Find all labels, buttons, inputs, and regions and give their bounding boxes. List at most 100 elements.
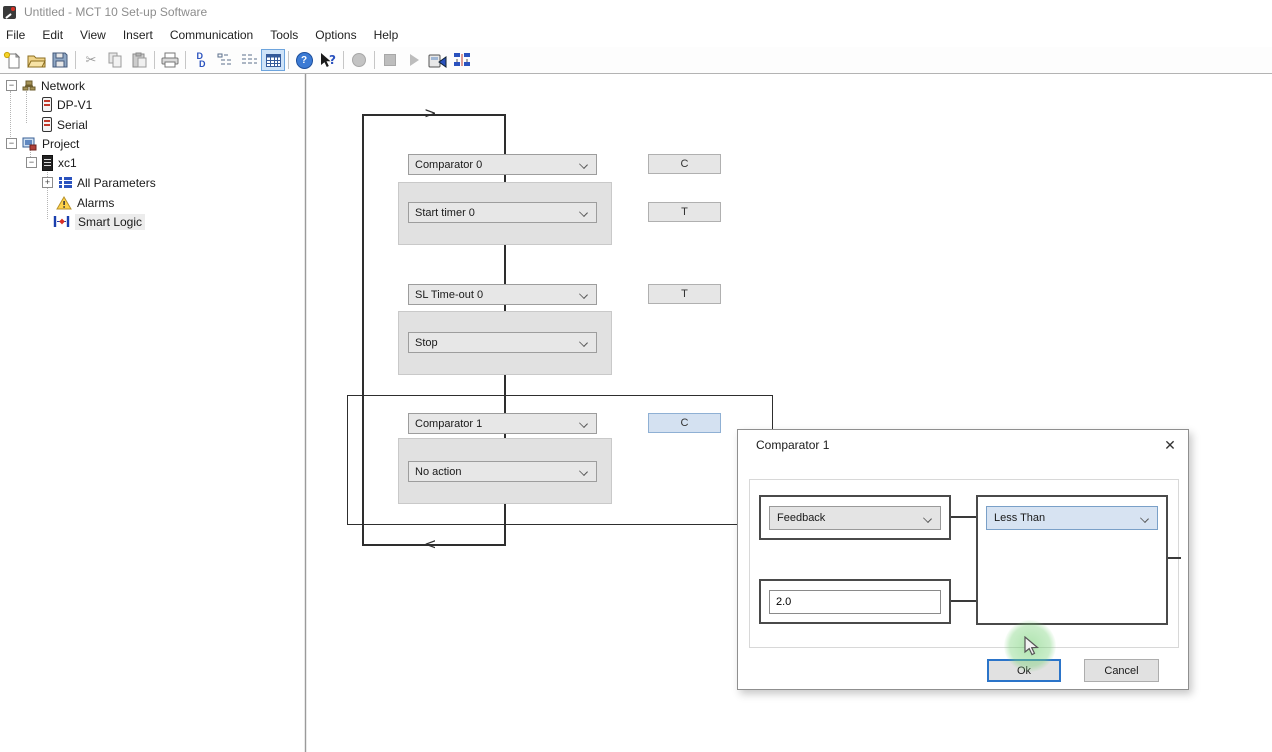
tree-item-label: xc1 bbox=[58, 155, 77, 170]
menu-view[interactable]: View bbox=[80, 28, 106, 42]
tree-item-alarms[interactable]: Alarms bbox=[56, 193, 114, 212]
tree-item-project[interactable]: − Project bbox=[6, 134, 79, 153]
stop-icon bbox=[384, 54, 396, 66]
read-from-drive-button[interactable] bbox=[426, 49, 450, 71]
tree-connector bbox=[47, 169, 48, 219]
collapse-box-icon[interactable]: − bbox=[26, 157, 37, 168]
record-button[interactable] bbox=[347, 49, 371, 71]
panel-splitter[interactable] bbox=[304, 74, 307, 752]
chevron-down-icon bbox=[1140, 514, 1149, 523]
toolbar-separator bbox=[185, 51, 186, 69]
tree-item-label: All Parameters bbox=[77, 175, 156, 190]
open-file-button[interactable] bbox=[24, 49, 48, 71]
tree-connector bbox=[30, 149, 31, 163]
flow-arrow-left: < bbox=[424, 535, 437, 553]
window-title: Untitled - MCT 10 Set-up Software bbox=[24, 5, 208, 19]
app-logo-icon bbox=[3, 5, 16, 19]
print-button[interactable] bbox=[158, 49, 182, 71]
parameter-id-icon: D D bbox=[196, 51, 206, 69]
read-from-drive-icon bbox=[428, 54, 447, 68]
collapse-box-icon[interactable]: − bbox=[6, 138, 17, 149]
event0-dropdown[interactable]: Comparator 0 bbox=[408, 154, 597, 175]
operator-dropdown-value: Less Than bbox=[994, 512, 1046, 524]
tree-item-all-parameters[interactable]: + All Parameters bbox=[42, 173, 156, 192]
comparator0-tag-button[interactable]: C bbox=[648, 154, 721, 174]
tree-item-label: Alarms bbox=[77, 195, 115, 210]
expand-box-icon[interactable]: + bbox=[42, 177, 53, 188]
network-icon bbox=[22, 80, 36, 91]
tree-item-label: Project bbox=[42, 136, 80, 151]
project-icon bbox=[22, 137, 37, 151]
flow-line-left bbox=[362, 114, 364, 546]
menu-edit[interactable]: Edit bbox=[42, 28, 64, 42]
chevron-down-icon bbox=[579, 419, 588, 428]
save-icon bbox=[52, 52, 68, 68]
close-icon[interactable]: ✕ bbox=[1164, 436, 1176, 453]
chevron-down-icon bbox=[579, 338, 588, 347]
tree-view-button[interactable] bbox=[213, 49, 237, 71]
grid-view-button[interactable] bbox=[261, 49, 285, 71]
cut-button[interactable]: ✂ bbox=[79, 49, 103, 71]
event1-dropdown[interactable]: SL Time-out 0 bbox=[408, 284, 597, 305]
action1-dropdown[interactable]: Stop bbox=[408, 332, 597, 353]
comparator1-tag-button[interactable]: C bbox=[648, 413, 721, 433]
timer0-tag-button[interactable]: T bbox=[648, 202, 721, 222]
parameter-id-view-button[interactable]: D D bbox=[189, 49, 213, 71]
context-help-button[interactable]: ? bbox=[316, 49, 340, 71]
action2-dropdown[interactable]: No action bbox=[408, 461, 597, 482]
print-icon bbox=[161, 52, 179, 68]
event2-dropdown[interactable]: Comparator 1 bbox=[408, 413, 597, 434]
operator-dropdown[interactable]: Less Than bbox=[986, 506, 1158, 530]
tree-item-smart-logic[interactable]: Smart Logic bbox=[53, 212, 146, 231]
timeout0-tag-button[interactable]: T bbox=[648, 284, 721, 304]
chevron-down-icon bbox=[579, 160, 588, 169]
action0-dropdown[interactable]: Start timer 0 bbox=[408, 202, 597, 223]
tree-item-network[interactable]: − Network bbox=[6, 76, 85, 95]
menu-file[interactable]: File bbox=[6, 28, 26, 42]
grid-view-icon bbox=[265, 53, 281, 67]
tree-connector bbox=[26, 91, 27, 123]
connector-line bbox=[951, 600, 976, 602]
stop-button[interactable] bbox=[378, 49, 402, 71]
menu-tools[interactable]: Tools bbox=[270, 28, 299, 42]
copy-icon bbox=[108, 52, 122, 68]
tree-view-icon bbox=[217, 53, 231, 65]
menu-insert[interactable]: Insert bbox=[122, 28, 153, 42]
tree-item-label: DP-V1 bbox=[57, 97, 93, 112]
play-button[interactable] bbox=[402, 49, 426, 71]
org-view-button[interactable] bbox=[237, 49, 261, 71]
help-icon: ? bbox=[295, 51, 313, 69]
menu-help[interactable]: Help bbox=[373, 28, 399, 42]
save-button[interactable] bbox=[48, 49, 72, 71]
dialog-groupbox bbox=[749, 479, 1179, 648]
tree-item-serial[interactable]: Serial bbox=[42, 115, 88, 134]
tree-item-drive-xc1[interactable]: − xc1 bbox=[26, 153, 77, 172]
toolbar: ✂ D D ? ? bbox=[0, 47, 1272, 74]
comparator-value-input[interactable] bbox=[769, 590, 941, 614]
copy-button[interactable] bbox=[103, 49, 127, 71]
collapse-box-icon[interactable]: − bbox=[6, 80, 17, 91]
tree-item-dpv1[interactable]: DP-V1 bbox=[42, 95, 92, 114]
flow-line-bottom bbox=[363, 544, 505, 546]
operand-dropdown[interactable]: Feedback bbox=[769, 506, 941, 530]
cut-icon: ✂ bbox=[85, 52, 97, 67]
action0-dropdown-value: Start timer 0 bbox=[415, 206, 475, 219]
tree-item-label: Serial bbox=[57, 117, 88, 132]
operand-dropdown-value: Feedback bbox=[777, 512, 826, 524]
write-to-drive-icon bbox=[454, 53, 470, 66]
menu-options[interactable]: Options bbox=[315, 28, 357, 42]
project-tree: − Network DP-V1 Serial − Project − xc1 +… bbox=[0, 74, 304, 752]
write-to-drive-button[interactable] bbox=[450, 49, 474, 71]
mouse-cursor-icon bbox=[1024, 636, 1040, 656]
chevron-down-icon bbox=[579, 290, 588, 299]
cancel-button[interactable]: Cancel bbox=[1084, 659, 1159, 682]
new-file-button[interactable] bbox=[0, 49, 24, 71]
paste-button[interactable] bbox=[127, 49, 151, 71]
menu-communication[interactable]: Communication bbox=[169, 28, 254, 42]
parameters-list-icon bbox=[58, 176, 72, 189]
help-button[interactable]: ? bbox=[292, 49, 316, 71]
event0-dropdown-value: Comparator 0 bbox=[415, 158, 483, 171]
chevron-down-icon bbox=[579, 467, 588, 476]
action1-dropdown-value: Stop bbox=[415, 336, 438, 349]
